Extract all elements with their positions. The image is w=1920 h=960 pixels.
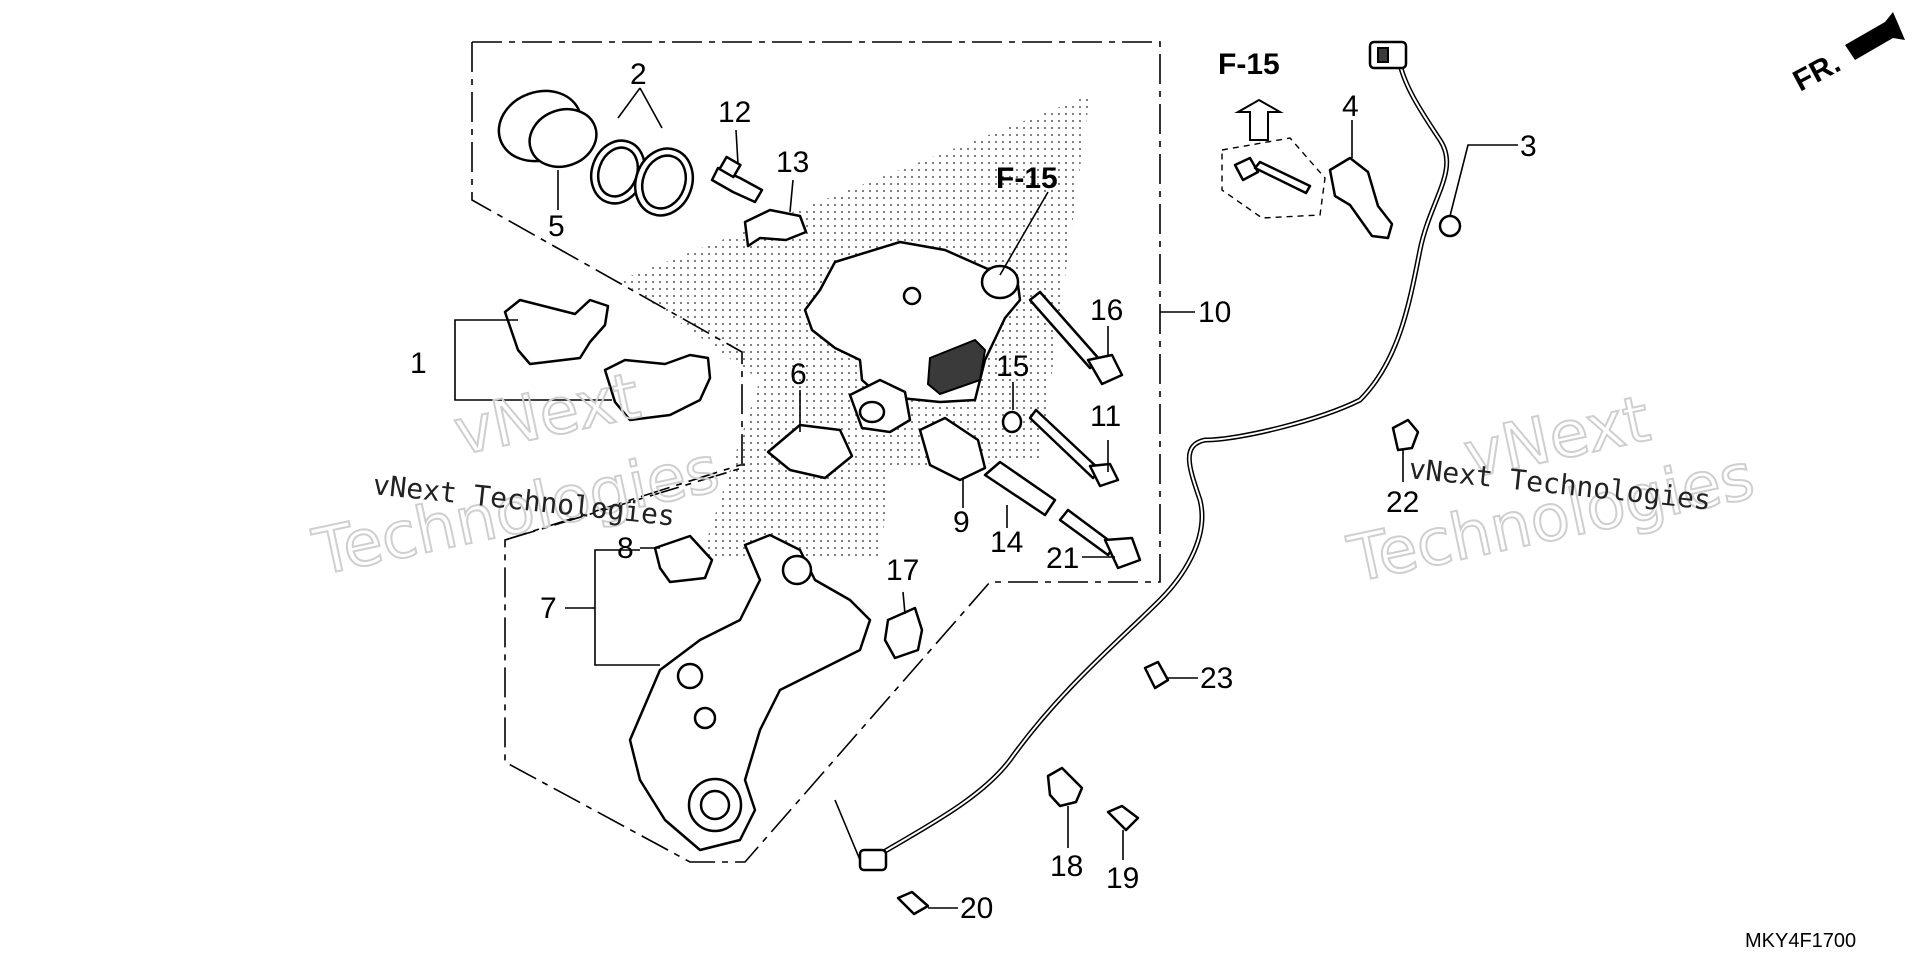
part-label-9: 9 bbox=[953, 506, 970, 539]
part-label-13: 13 bbox=[776, 146, 809, 179]
part-label-1: 1 bbox=[410, 347, 427, 380]
part-label-4: 4 bbox=[1342, 90, 1359, 123]
leader-1 bbox=[454, 319, 612, 401]
leader-7 bbox=[565, 549, 660, 666]
front-indicator-label: FR. bbox=[1788, 46, 1846, 98]
part-label-23: 23 bbox=[1200, 662, 1233, 695]
leader-2 bbox=[617, 87, 663, 129]
clip-part-22 bbox=[1391, 418, 1420, 452]
f15-bolt bbox=[1233, 156, 1312, 195]
part-label-6: 6 bbox=[790, 358, 807, 391]
part-label-19: 19 bbox=[1106, 862, 1139, 895]
part-label-12: 12 bbox=[718, 96, 751, 129]
leader-12 bbox=[735, 129, 739, 165]
boot-part-9 bbox=[918, 416, 987, 482]
reference-label-f15-caliper: F-15 bbox=[996, 162, 1058, 195]
leader-13 bbox=[789, 179, 794, 213]
stay-part-18 bbox=[1046, 766, 1084, 808]
brake-pads-part-1 bbox=[503, 298, 712, 422]
part-label-7: 7 bbox=[540, 592, 557, 625]
part-label-18: 18 bbox=[1050, 850, 1083, 883]
pin-bolt-part-16 bbox=[1028, 290, 1124, 386]
piston-part-5 bbox=[497, 89, 598, 169]
front-arrow-icon bbox=[1845, 12, 1905, 60]
boot-part-17 bbox=[883, 606, 924, 660]
part-label-15: 15 bbox=[996, 350, 1029, 383]
retainer-part-8 bbox=[653, 534, 714, 584]
bleeder-cap-part-13 bbox=[743, 208, 808, 248]
bolt-part-20 bbox=[896, 890, 930, 916]
part-label-21: 21 bbox=[1046, 542, 1079, 575]
diagram-code: MKY4F1700 bbox=[1745, 930, 1856, 952]
part-label-14: 14 bbox=[990, 526, 1023, 559]
part-label-10: 10 bbox=[1198, 296, 1231, 329]
caliper-bracket-part-7 bbox=[628, 533, 872, 852]
sleeve-part-14 bbox=[983, 460, 1057, 517]
part-label-20: 20 bbox=[960, 892, 993, 925]
part-label-5: 5 bbox=[548, 210, 565, 243]
part-label-16: 16 bbox=[1090, 294, 1123, 327]
f15-up-arrow bbox=[1234, 98, 1284, 141]
leader-17 bbox=[902, 591, 906, 615]
wheel-speed-sensor-part-3 bbox=[858, 40, 1462, 872]
clamp-part-23 bbox=[1143, 660, 1170, 690]
seal-rings-part-2 bbox=[589, 139, 695, 217]
leader-f15-caliper bbox=[999, 191, 1049, 276]
part-label-17: 17 bbox=[886, 554, 919, 587]
caliper-body bbox=[803, 240, 1022, 434]
bracket-part-4 bbox=[1328, 156, 1394, 240]
bleeder-screw-part-12 bbox=[710, 155, 764, 204]
part-label-8: 8 bbox=[617, 532, 634, 565]
reference-label-f15-top: F-15 bbox=[1218, 48, 1280, 81]
part-number-labels: 1 2 3 4 5 6 7 8 9 10 11 12 13 14 15 16 1… bbox=[410, 58, 1537, 925]
leader-bracket-wire bbox=[834, 799, 861, 861]
part-label-22: 22 bbox=[1386, 486, 1419, 519]
part-label-2: 2 bbox=[630, 58, 647, 91]
f15-bolt-box bbox=[1221, 137, 1326, 219]
o-ring-part-15 bbox=[1001, 410, 1023, 434]
pad-group-outline bbox=[471, 42, 743, 541]
bolt-part-21 bbox=[1058, 508, 1142, 570]
pin-bolt-part-11 bbox=[1028, 408, 1120, 488]
part-label-11: 11 bbox=[1090, 400, 1121, 433]
leader-3 bbox=[1449, 144, 1518, 217]
part-label-3: 3 bbox=[1520, 130, 1537, 163]
bolt-part-19 bbox=[1106, 804, 1140, 832]
